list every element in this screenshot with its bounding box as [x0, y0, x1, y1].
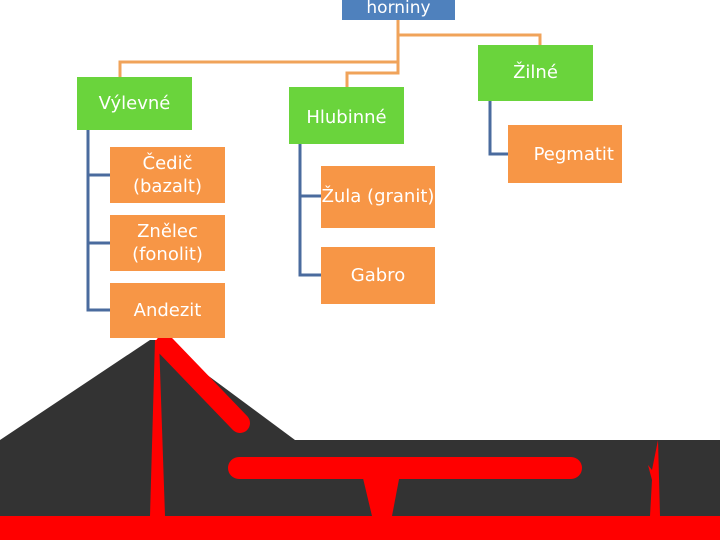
leaf-label: Andezit	[133, 299, 202, 321]
category-hlubinne: Hlubinné	[289, 87, 404, 144]
leaf-label: Pegmatit	[533, 144, 614, 165]
category-label: Hlubinné	[306, 106, 387, 128]
leaf-label: Gabro	[350, 264, 406, 286]
side-dike	[155, 335, 250, 433]
leaf-znelec: Znělec (fonolit)	[110, 215, 225, 271]
leaf-label: Znělec (fonolit)	[132, 220, 203, 265]
root-node: horniny	[342, 0, 455, 20]
leaf-pegmatit: Pegmatit	[508, 125, 622, 183]
sill-feeder	[362, 474, 400, 516]
category-zilne: Žilné	[478, 45, 593, 101]
category-vylevne: Výlevné	[77, 77, 192, 130]
sill	[228, 457, 582, 479]
category-label: Žilné	[513, 62, 558, 84]
category-label: Výlevné	[98, 92, 171, 114]
main-vent	[150, 340, 165, 516]
leaf-label: Žula (granit)	[321, 186, 435, 208]
right-dike	[648, 440, 660, 516]
leaf-zula: Žula (granit)	[321, 166, 435, 228]
root-label: horniny	[366, 0, 431, 18]
leaf-gabro: Gabro	[321, 247, 435, 304]
magma-chamber	[0, 516, 720, 540]
leaf-andezit: Andezit	[110, 283, 225, 338]
leaf-cedic: Čedič (bazalt)	[110, 147, 225, 203]
leaf-label: Čedič (bazalt)	[132, 152, 203, 197]
